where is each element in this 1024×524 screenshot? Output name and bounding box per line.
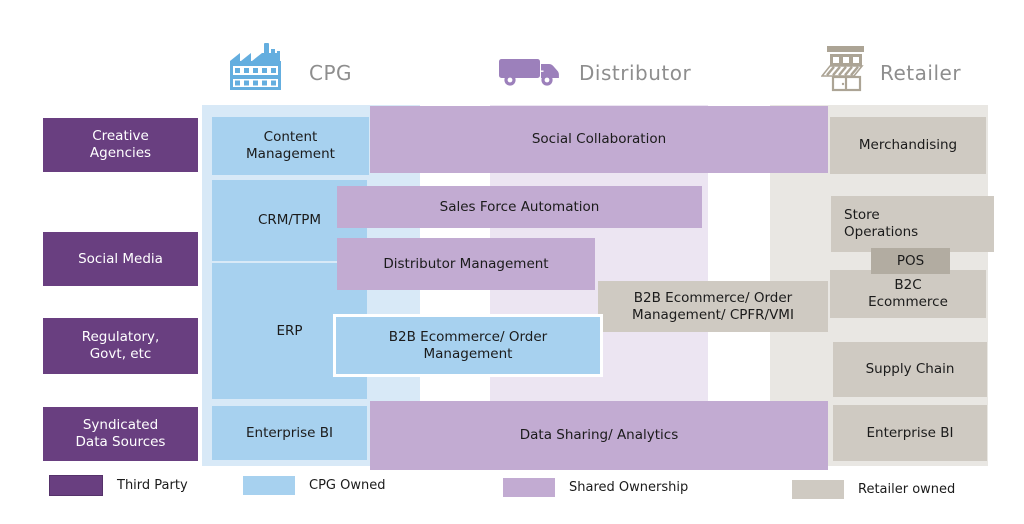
legend-shared-ownership-label: Shared Ownership (569, 479, 689, 495)
box-enterprise-bi-retailer: Enterprise BI (833, 405, 987, 461)
third-party-syndicated-data-sources: Syndicated Data Sources (43, 407, 198, 461)
box-b2c-ecommerce: B2C Ecommerce (830, 270, 986, 318)
third-party-social-media: Social Media (43, 232, 198, 286)
legend-shared-ownership-swatch (503, 477, 555, 497)
legend-cpg-owned-swatch (243, 475, 295, 495)
legend-shared-ownership: Shared Ownership (503, 477, 688, 497)
legend-third-party-label: Third Party (117, 477, 188, 493)
box-social-collaboration: Social Collaboration (370, 106, 828, 173)
box-store-operations: Store Operations (831, 196, 994, 252)
third-party-creative-agencies: Creative Agencies (43, 118, 198, 172)
retailer-column-header: Retailer (880, 61, 962, 85)
box-content-management: Content Management (212, 117, 369, 175)
legend-retailer-owned-label: Retailer owned (858, 481, 956, 497)
box-enterprise-bi-cpg: Enterprise BI (212, 406, 367, 460)
box-pos: POS (871, 248, 950, 274)
factory-icon (227, 40, 287, 92)
store-icon (820, 44, 869, 92)
distributor-column-header: Distributor (579, 61, 692, 85)
legend-retailer-owned: Retailer owned (792, 479, 955, 499)
box-supply-chain: Supply Chain (833, 342, 987, 397)
box-data-sharing-analytics: Data Sharing/ Analytics (370, 401, 828, 470)
box-b2b-ecommerce-cpfr-vmi: B2B Ecommerce/ Order Management/ CPFR/VM… (598, 281, 828, 332)
legend-cpg-owned: CPG Owned (243, 475, 385, 495)
legend-third-party-swatch (49, 474, 103, 496)
legend-retailer-owned-swatch (792, 479, 844, 499)
box-merchandising: Merchandising (830, 117, 986, 174)
box-distributor-management: Distributor Management (337, 238, 595, 290)
box-sales-force-automation: Sales Force Automation (337, 186, 702, 228)
box-b2b-ecommerce-order-management: B2B Ecommerce/ Order Management (333, 314, 603, 377)
cpg-column-header: CPG (309, 61, 353, 85)
third-party-regulatory-govt: Regulatory, Govt, etc (43, 318, 198, 374)
truck-icon (497, 56, 563, 87)
legend-cpg-owned-label: CPG Owned (309, 477, 386, 493)
legend-third-party: Third Party (49, 474, 188, 496)
